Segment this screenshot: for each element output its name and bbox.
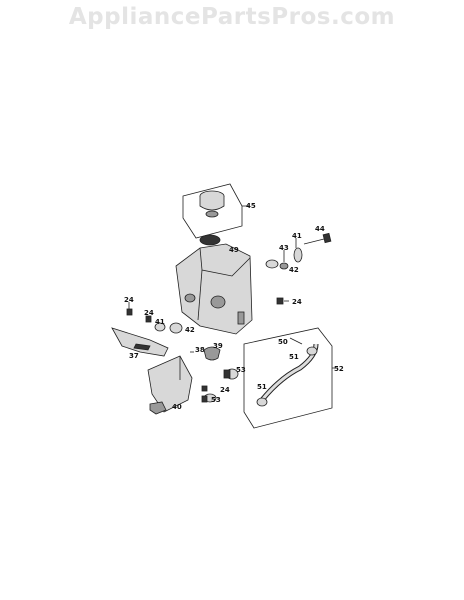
washer-41-left — [154, 322, 166, 332]
hose-clamp-top — [306, 346, 318, 356]
callout-52: 52 — [334, 365, 344, 373]
bracket-38[interactable] — [147, 351, 194, 413]
spacer-43 — [293, 247, 303, 263]
callout-24-right: 24 — [292, 298, 302, 306]
callout-44: 44 — [315, 225, 325, 233]
callout-24-left-outer: 24 — [124, 296, 134, 304]
callout-40: 40 — [172, 403, 182, 411]
screw-right[interactable] — [276, 297, 289, 305]
fuel-cap-box — [182, 183, 243, 239]
washer-41 — [265, 259, 279, 269]
callout-41-top: 41 — [292, 232, 302, 240]
fuel-line-box — [243, 327, 333, 429]
callout-45: 45 — [246, 202, 256, 210]
screw-24b — [145, 315, 152, 323]
fuel-cap-gasket — [205, 210, 219, 218]
callout-43: 43 — [279, 244, 289, 252]
low-hardware[interactable] — [149, 385, 217, 415]
top-mount-hardware[interactable] — [265, 232, 332, 270]
callout-53-low: 53 — [211, 396, 221, 404]
callout-37: 37 — [129, 352, 139, 360]
callout-24-left-inner: 24 — [144, 309, 154, 317]
callout-42-left: 42 — [185, 326, 195, 334]
fuel-cap-body — [199, 196, 225, 211]
clip-39-clamp-53[interactable] — [203, 346, 239, 380]
grommet-42-left — [169, 322, 183, 334]
callout-51-low: 51 — [257, 383, 267, 391]
hose-clip-50 — [289, 337, 303, 345]
callout-41-left: 41 — [155, 318, 165, 326]
fuel-tank-body — [175, 243, 253, 335]
fuel-cap-group[interactable] — [182, 183, 249, 239]
callout-42-top: 42 — [289, 266, 299, 274]
fuel-tank-group[interactable] — [175, 234, 253, 335]
callout-51-top: 51 — [289, 353, 299, 361]
callout-49: 49 — [229, 246, 239, 254]
callout-24-low: 24 — [220, 386, 230, 394]
hose-clamp-low — [256, 397, 268, 407]
fuel-line-group[interactable] — [243, 327, 338, 429]
callout-50: 50 — [278, 338, 288, 346]
grommet-42 — [279, 262, 289, 270]
watermark: AppliancePartsPros.com — [68, 4, 396, 30]
callout-53-mid: 53 — [236, 366, 246, 374]
screw-24a — [126, 308, 133, 316]
bracket-37[interactable] — [111, 327, 169, 357]
left-mount-hardware[interactable] — [126, 302, 183, 334]
fuel-tank-neck — [199, 234, 221, 246]
callout-39: 39 — [213, 342, 223, 350]
callout-38: 38 — [195, 346, 205, 354]
